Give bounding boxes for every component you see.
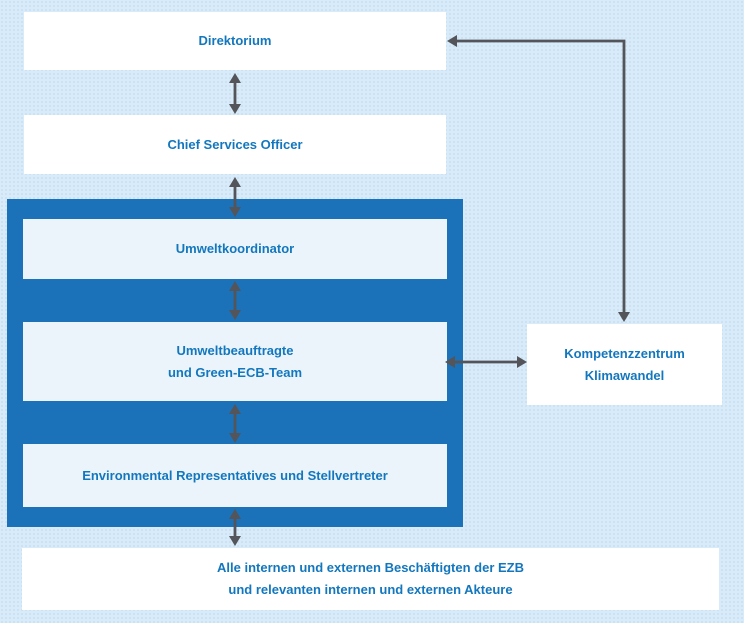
box-umweltbeauftragte-line2: und Green-ECB-Team bbox=[167, 364, 303, 380]
box-alle-beschaeftigten: Alle internen und externen Beschäftigten… bbox=[22, 548, 719, 610]
box-environmental-representatives: Environmental Representatives und Stellv… bbox=[23, 444, 447, 507]
arrow-shaft bbox=[455, 39, 626, 314]
arrowhead-up-icon bbox=[229, 177, 241, 187]
box-umweltkoordinator-label: Umweltkoordinator bbox=[175, 241, 295, 256]
box-direktorium: Direktorium bbox=[24, 12, 446, 70]
box-kompetenzzentrum-line2: Klimawandel bbox=[584, 367, 665, 383]
arrowhead-right-icon bbox=[517, 356, 527, 368]
box-kompetenzzentrum-line1: Kompetenzzentrum bbox=[564, 345, 685, 361]
arrowhead-down-icon bbox=[229, 536, 241, 546]
box-alle-line1: Alle internen und externen Beschäftigten… bbox=[217, 560, 524, 575]
box-direktorium-label: Direktorium bbox=[198, 33, 272, 48]
box-alle-beschaeftigten-label: Alle internen und externen Beschäftigten… bbox=[217, 557, 524, 601]
box-umweltbeauftragte: Umweltbeauftragte und Green-ECB-Team bbox=[23, 322, 447, 401]
box-kompetenzzentrum-klimawandel: Kompetenzzentrum Klimawandel bbox=[527, 324, 722, 405]
arrowhead-down-icon bbox=[618, 312, 630, 322]
arrowhead-down-icon bbox=[229, 104, 241, 114]
arrow-direktorium-cso bbox=[229, 73, 241, 114]
box-alle-line2: und relevanten internen und externen Akt… bbox=[228, 582, 513, 597]
box-environmental-representatives-label: Environmental Representatives und Stellv… bbox=[82, 467, 388, 483]
arrow-kompetenzzentrum-direktorium-elbow bbox=[447, 35, 630, 322]
arrowhead-up-icon bbox=[229, 73, 241, 83]
box-chief-services-officer-label: Chief Services Officer bbox=[167, 136, 303, 152]
box-chief-services-officer: Chief Services Officer bbox=[24, 115, 446, 174]
box-kompetenzzentrum-label: Kompetenzzentrum Klimawandel bbox=[564, 343, 685, 387]
box-umweltkoordinator: Umweltkoordinator bbox=[23, 219, 447, 279]
arrowhead-left-icon bbox=[447, 35, 457, 47]
box-umweltbeauftragte-line1: Umweltbeauftragte bbox=[176, 342, 294, 358]
box-umweltbeauftragte-label: Umweltbeauftragte und Green-ECB-Team bbox=[168, 340, 302, 384]
